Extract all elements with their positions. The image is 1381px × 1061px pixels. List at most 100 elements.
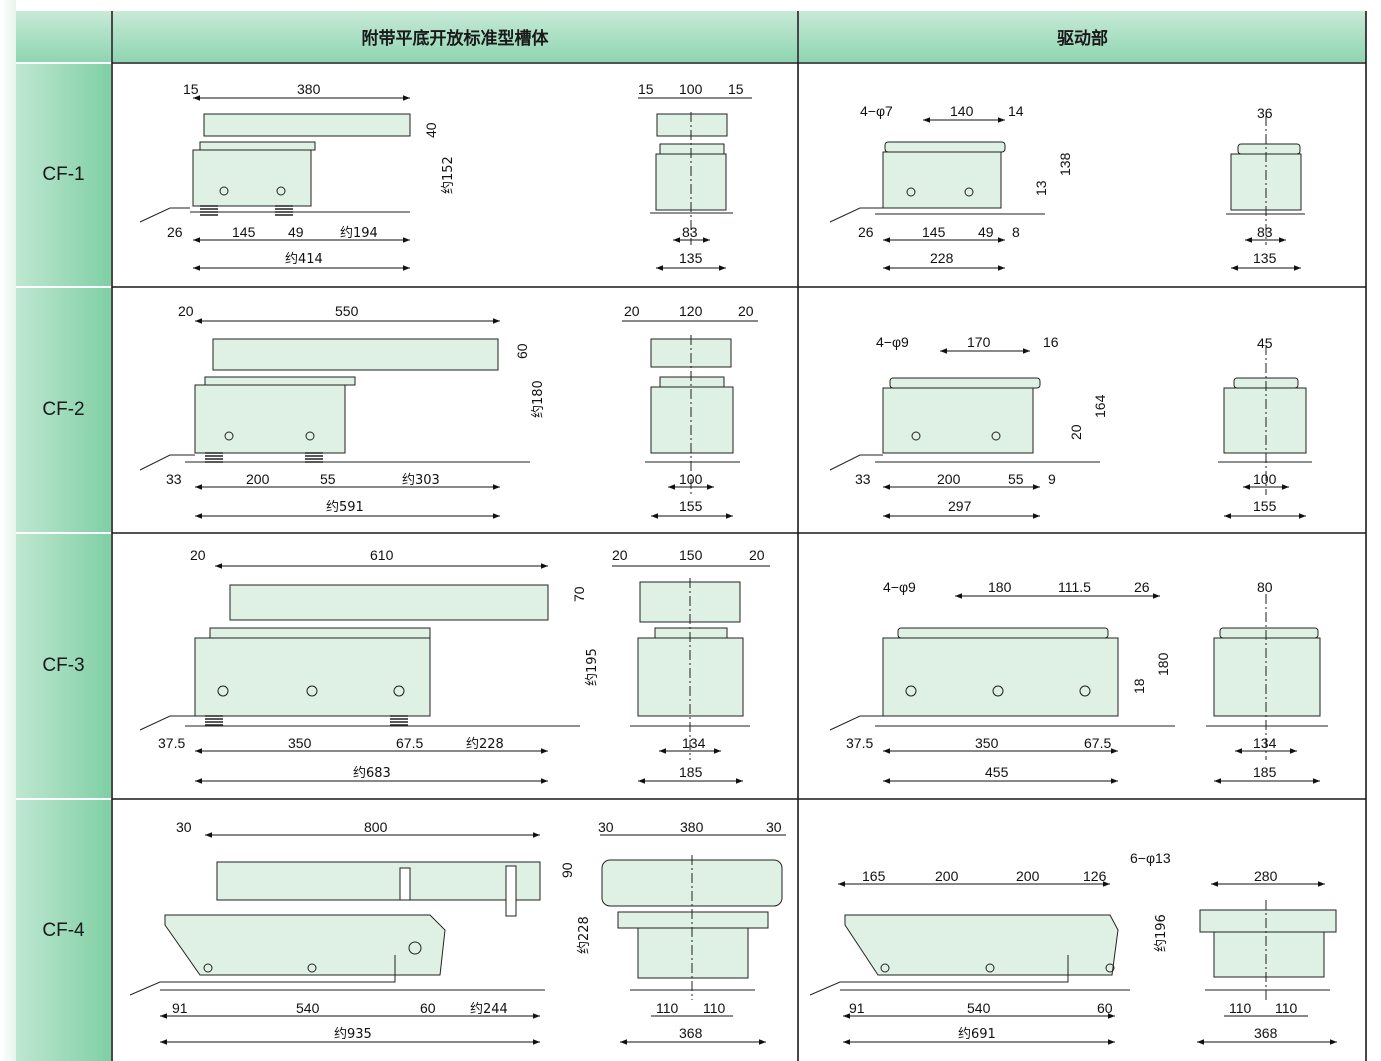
cf3-drive-side: 4−φ9 180 111.5 26 18 180 37.5 350 67.5 4…	[829, 579, 1175, 784]
dim: 91	[849, 1000, 865, 1016]
dim: 110	[1275, 1000, 1298, 1016]
dim: 380	[297, 81, 321, 97]
dim: 90	[559, 862, 575, 878]
dim: 110	[656, 1000, 679, 1016]
header-trough: 附带平底开放标准型槽体	[113, 11, 797, 62]
dim: 4−φ9	[883, 579, 916, 595]
dim: 80	[1257, 579, 1273, 595]
dim: 15	[728, 81, 744, 97]
dim: 55	[320, 471, 336, 487]
dim: 约414	[285, 252, 323, 267]
dim: 280	[1254, 868, 1278, 884]
dim: 20	[178, 303, 194, 319]
cf4-drive-end: 6−φ13 280 110 110 368	[1130, 850, 1337, 1045]
row-label-cf4: CF-4	[16, 800, 111, 1061]
left-fade	[0, 0, 16, 1061]
dim: 110	[1229, 1000, 1252, 1016]
dim: 55	[1008, 471, 1024, 487]
dim: 185	[679, 764, 703, 780]
table-grid	[111, 11, 1367, 1061]
dim: 185	[1253, 764, 1277, 780]
dim: 约935	[334, 1027, 372, 1042]
dim: 4−φ7	[860, 103, 893, 119]
dim: 33	[855, 471, 871, 487]
dim: 83	[682, 224, 698, 240]
dim: 180	[1155, 652, 1171, 676]
dim: 135	[679, 250, 703, 266]
dim: 6−φ13	[1130, 850, 1171, 866]
dim: 180	[988, 579, 1012, 595]
dim: 145	[922, 224, 946, 240]
dim: 200	[246, 471, 270, 487]
dim: 30	[766, 819, 782, 835]
dim: 15	[183, 81, 199, 97]
dim: 228	[930, 250, 954, 266]
dim: 155	[1253, 498, 1277, 514]
dim: 800	[364, 819, 388, 835]
dim: 170	[967, 334, 991, 350]
dim: 60	[1097, 1000, 1113, 1016]
header-drive: 驱动部	[799, 11, 1366, 62]
dim: 550	[335, 303, 359, 319]
dim: 70	[571, 586, 587, 602]
cf2-trough-side: 20 550 60 约180 33 200 55 约303 约591	[139, 303, 546, 519]
cf3-drive-end: 80 134 185	[1206, 579, 1328, 784]
cf1-drive-side: 4−φ7 140 14 13 138 26 145 49 8 228	[829, 103, 1073, 271]
cf1-drive-end: 36 83 135	[1226, 105, 1305, 271]
dim: 540	[967, 1000, 991, 1016]
dim: 60	[420, 1000, 436, 1016]
dim: 368	[1254, 1025, 1278, 1041]
dim: 120	[679, 303, 703, 319]
dim: 45	[1257, 335, 1273, 351]
dim: 26	[1134, 579, 1150, 595]
dim: 200	[1016, 868, 1040, 884]
dim: 20	[612, 547, 628, 563]
dim: 165	[862, 868, 886, 884]
dim: 380	[680, 819, 704, 835]
dim: 约244	[470, 1002, 508, 1017]
dim: 91	[172, 1000, 188, 1016]
dim: 540	[296, 1000, 320, 1016]
dim: 145	[232, 224, 256, 240]
row-label-cf3: CF-3	[16, 534, 111, 798]
dim: 约196	[1154, 914, 1169, 952]
dim: 36	[1257, 105, 1273, 121]
dim: 350	[288, 735, 312, 751]
row-label-cf2: CF-2	[16, 288, 111, 532]
cf4-trough-end: 30 380 30 110 110 368	[598, 819, 786, 1045]
dim: 约152	[441, 156, 456, 194]
cf2-drive-side: 4−φ9 170 16 20 164 33 200 55 9 297	[829, 334, 1108, 519]
cf2-trough-end: 20 120 20 100 155	[622, 303, 758, 519]
cf1-trough-end: 15 100 15 83 135	[638, 81, 752, 271]
dim: 40	[423, 122, 439, 138]
cf3-trough-side: 20 610 70 约195 37.5 350 67.5 约228 约683	[139, 547, 600, 784]
dim: 100	[679, 471, 703, 487]
dim: 350	[975, 735, 999, 751]
dim: 67.5	[1084, 735, 1111, 751]
dim: 368	[679, 1025, 703, 1041]
dim: 200	[935, 868, 959, 884]
dim: 200	[937, 471, 961, 487]
cf4-drive-side: 165 200 200 126 约196 91 540 60 约691	[809, 868, 1169, 1045]
dim: 134	[1253, 735, 1277, 751]
dim: 15	[638, 81, 654, 97]
dim: 37.5	[846, 735, 873, 751]
dim: 20	[749, 547, 765, 563]
dim: 约228	[466, 737, 504, 752]
cf1-trough-side: 15 380 40 约152 26 145 49 约194 约414	[139, 81, 456, 271]
dim: 83	[1257, 224, 1273, 240]
dim: 100	[1253, 471, 1277, 487]
dim: 135	[1253, 250, 1277, 266]
dim: 140	[950, 103, 974, 119]
dim: 155	[679, 498, 703, 514]
dim: 约180	[531, 380, 546, 418]
dim: 14	[1008, 103, 1024, 119]
dim: 4−φ9	[876, 334, 909, 350]
dim: 37.5	[158, 735, 185, 751]
dim: 16	[1043, 334, 1059, 350]
dim: 20	[738, 303, 754, 319]
dim: 33	[166, 471, 182, 487]
row-label-cf1: CF-1	[16, 64, 111, 286]
